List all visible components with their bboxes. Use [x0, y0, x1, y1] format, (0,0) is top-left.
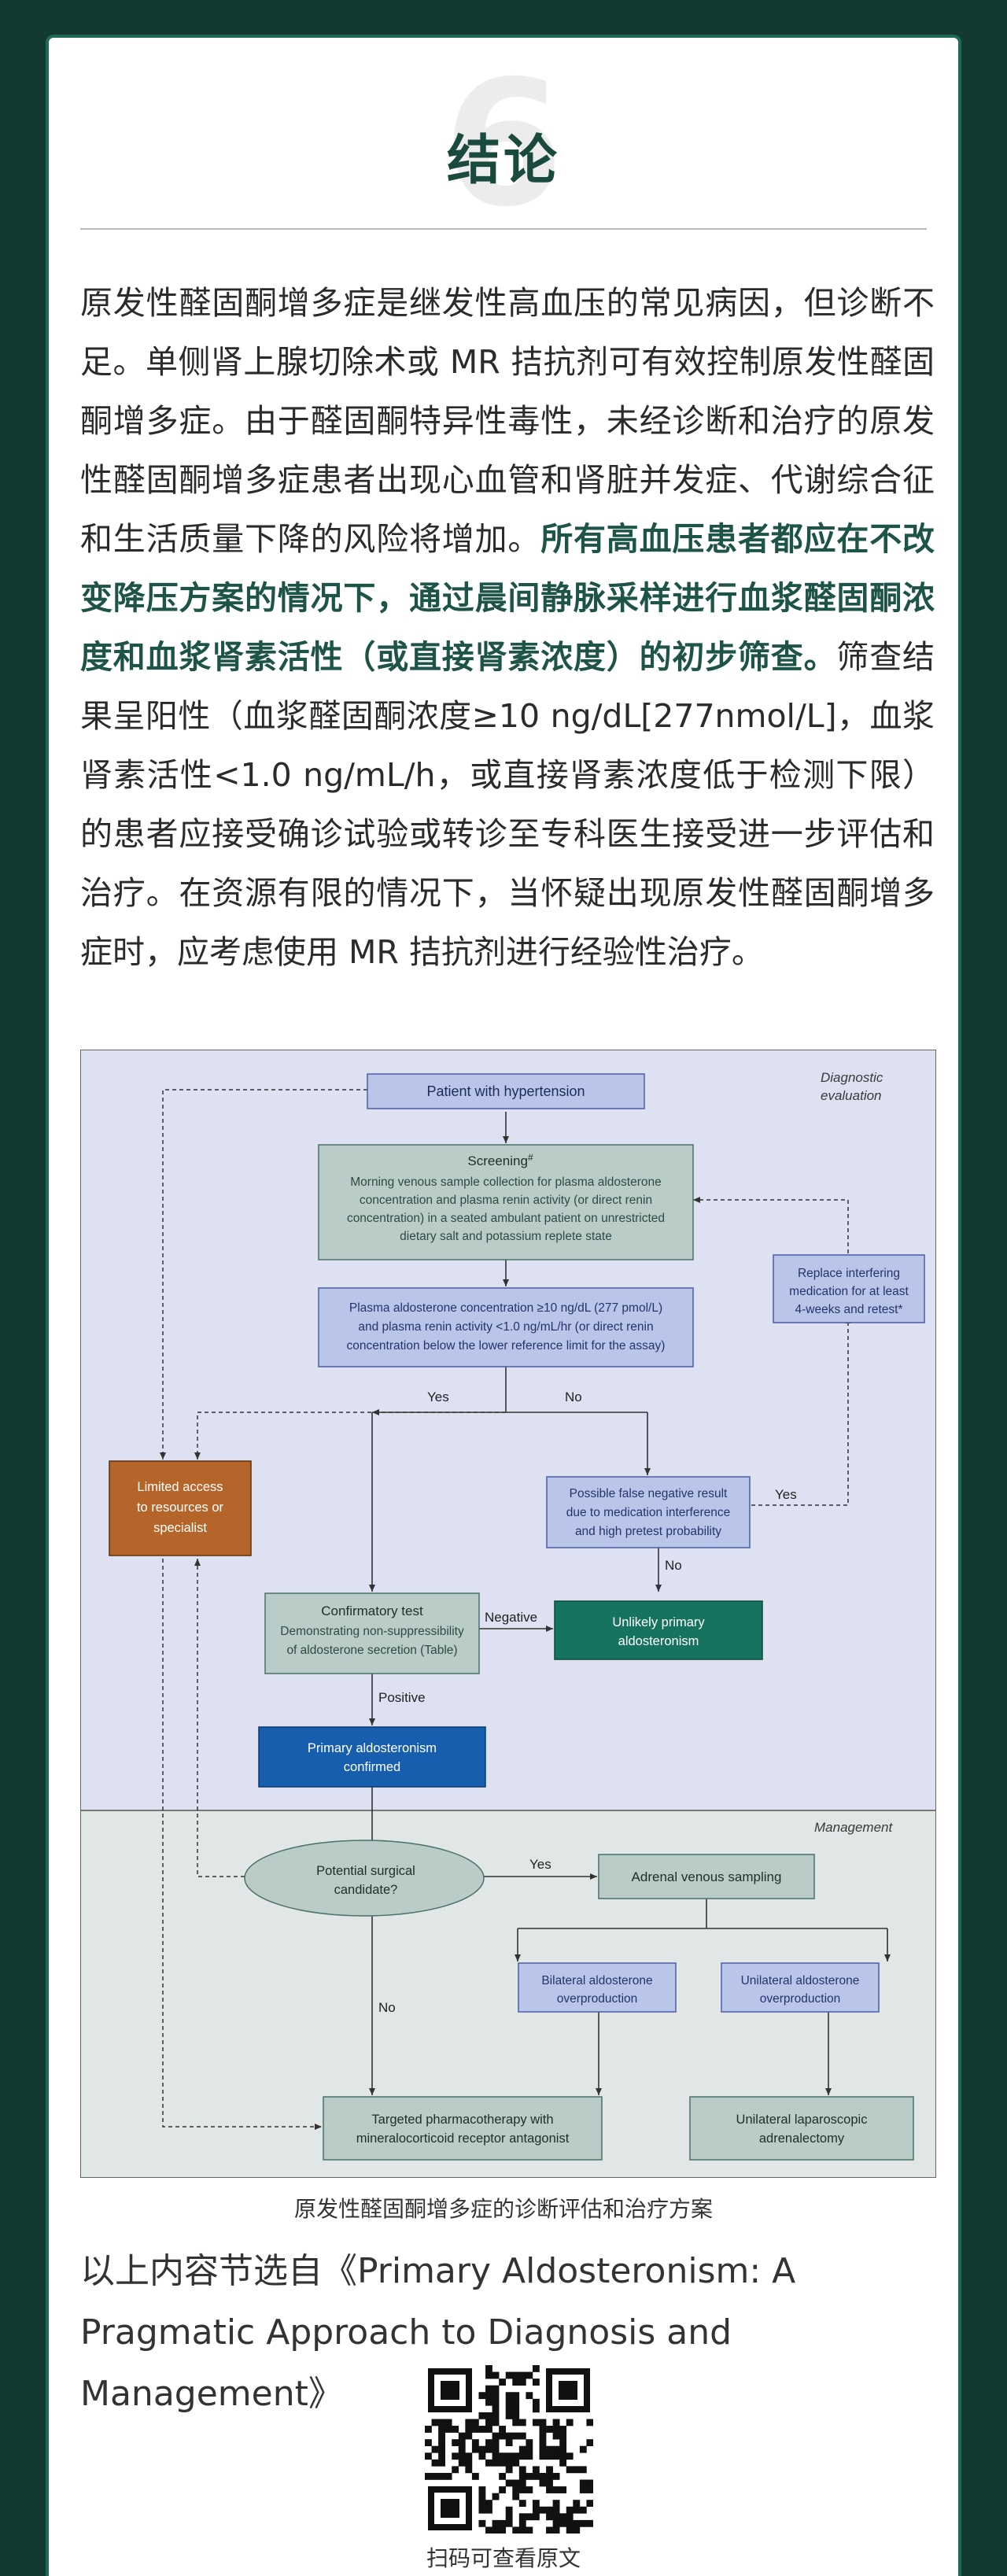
avs-box: [598, 1854, 815, 1899]
adrenalectomy-line-1: Unilateral laparoscopic: [736, 2113, 868, 2127]
screening-line-2: concentration and plasma renin activity …: [360, 1194, 652, 1207]
unlikely-box: [554, 1600, 763, 1660]
diagnostic-label-2: evaluation: [821, 1088, 882, 1103]
no-label-1: No: [565, 1389, 582, 1404]
confirmed-line-2: confirmed: [344, 1760, 400, 1774]
source-note: 以上内容节选自《Primary Aldosteronism: A Pragmat…: [80, 2251, 796, 2414]
confirmed-box: [258, 1726, 486, 1788]
adrenalectomy-box: [689, 2096, 914, 2161]
screening-title: Screening#: [467, 1152, 533, 1168]
pharmacotherapy-box: [323, 2096, 603, 2161]
pharmacotherapy-line-1: Targeted pharmacotherapy with: [371, 2113, 553, 2127]
avs-label: Adrenal venous sampling: [632, 1869, 782, 1884]
criteria-line-2: and plasma renin activity <1.0 ng/mL/hr …: [358, 1320, 653, 1334]
positive-label: Positive: [378, 1690, 426, 1705]
false-negative-line-1: Possible false negative result: [570, 1487, 728, 1500]
surgical-line-2: candidate?: [334, 1883, 398, 1897]
false-negative-line-3: and high pretest probability: [575, 1525, 721, 1538]
confirmatory-line-2: of aldosterone secretion (Table): [286, 1644, 457, 1657]
confirmatory-line-1: Demonstrating non-suppressibility: [280, 1625, 464, 1638]
false-negative-box: [546, 1476, 751, 1548]
confirmatory-title: Confirmatory test: [321, 1604, 423, 1618]
section-number: 6: [443, 43, 564, 245]
paragraph-highlight: 所有高血压患者都应在不改变降压方案的情况下，通过晨间静脉采样进行血浆醛固酮浓度和…: [80, 520, 935, 676]
yes-label-2: Yes: [775, 1487, 797, 1502]
screening-line-3: concentration) in a seated ambulant pati…: [347, 1212, 665, 1225]
section-title: 结论: [446, 130, 560, 192]
bilateral-box: [518, 1962, 677, 2013]
article-card: 6 结论 原发性醛固酮增多症是继发性高血压的常见病因，但诊断不足。单侧肾上腺切除…: [46, 35, 961, 2576]
bilateral-line-1: Bilateral aldosterone: [541, 1974, 652, 1987]
false-negative-line-2: due to medication interference: [566, 1506, 731, 1519]
patient-box: [367, 1073, 645, 1109]
conclusion-paragraph: 原发性醛固酮增多症是继发性高血压的常见病因，但诊断不足。单侧肾上腺切除术或 MR…: [80, 274, 935, 982]
no-label-3: No: [378, 2000, 396, 2015]
yes-label-1: Yes: [427, 1389, 449, 1404]
unlikely-line-2: aldosteronism: [618, 1634, 699, 1648]
limited-line-3: specialist: [153, 1521, 207, 1535]
section-header: 6 结论: [49, 43, 958, 245]
yes-label-3: Yes: [529, 1857, 551, 1872]
criteria-box: [318, 1287, 694, 1367]
figure-caption: 原发性醛固酮增多症的诊断评估和治疗方案: [293, 2196, 713, 2222]
screening-line-1: Morning venous sample collection for pla…: [350, 1175, 661, 1189]
paragraph-text-after: 筛查结果呈阳性（血浆醛固酮浓度≥10 ng/dL[277nmol/L]，血浆肾素…: [80, 638, 935, 971]
patient-label: Patient with hypertension: [426, 1083, 585, 1099]
unlikely-line-1: Unlikely primary: [612, 1615, 705, 1629]
adrenalectomy-line-2: adrenalectomy: [759, 2131, 845, 2146]
qr-label: 扫码可查看原文: [426, 2545, 581, 2571]
limited-line-1: Limited access: [137, 1480, 223, 1494]
paragraph-text-before: 原发性醛固酮增多症是继发性高血压的常见病因，但诊断不足。单侧肾上腺切除术或 MR…: [80, 284, 935, 558]
unilateral-line-1: Unilateral aldosterone: [741, 1974, 860, 1987]
replace-line-2: medication for at least: [789, 1285, 909, 1298]
qr-code-icon[interactable]: [425, 2365, 593, 2534]
criteria-line-3: concentration below the lower reference …: [347, 1339, 666, 1353]
surgical-candidate-ellipse: [244, 1840, 485, 1917]
management-label: Management: [814, 1820, 894, 1835]
pharmacotherapy-line-2: mineralocorticoid receptor antagonist: [356, 2131, 570, 2146]
replace-medication-box: [773, 1254, 925, 1323]
unilateral-line-2: overproduction: [760, 1992, 841, 2006]
limited-line-2: to resources or: [137, 1500, 224, 1515]
unilateral-box: [721, 1962, 880, 2013]
confirmed-line-1: Primary aldosteronism: [308, 1741, 437, 1755]
replace-line-1: Replace interfering: [798, 1267, 900, 1280]
limited-access-box: [109, 1460, 252, 1556]
divider: [80, 228, 927, 230]
flowchart-svg: Diagnostic evaluation Management: [81, 1050, 935, 2177]
screening-box: [318, 1144, 694, 1260]
surgical-line-1: Potential surgical: [316, 1864, 415, 1878]
screening-line-4: dietary salt and potassium replete state: [400, 1230, 612, 1243]
replace-line-3: 4-weeks and retest*: [795, 1303, 903, 1316]
diagnostic-label-1: Diagnostic: [821, 1070, 883, 1085]
confirmatory-box: [264, 1592, 480, 1674]
negative-label: Negative: [485, 1610, 537, 1625]
no-label-2: No: [665, 1558, 682, 1573]
bilateral-line-2: overproduction: [557, 1992, 638, 2006]
flowchart-figure: Diagnostic evaluation Management: [80, 1050, 936, 2178]
criteria-line-1: Plasma aldosterone concentration ≥10 ng/…: [349, 1301, 662, 1315]
